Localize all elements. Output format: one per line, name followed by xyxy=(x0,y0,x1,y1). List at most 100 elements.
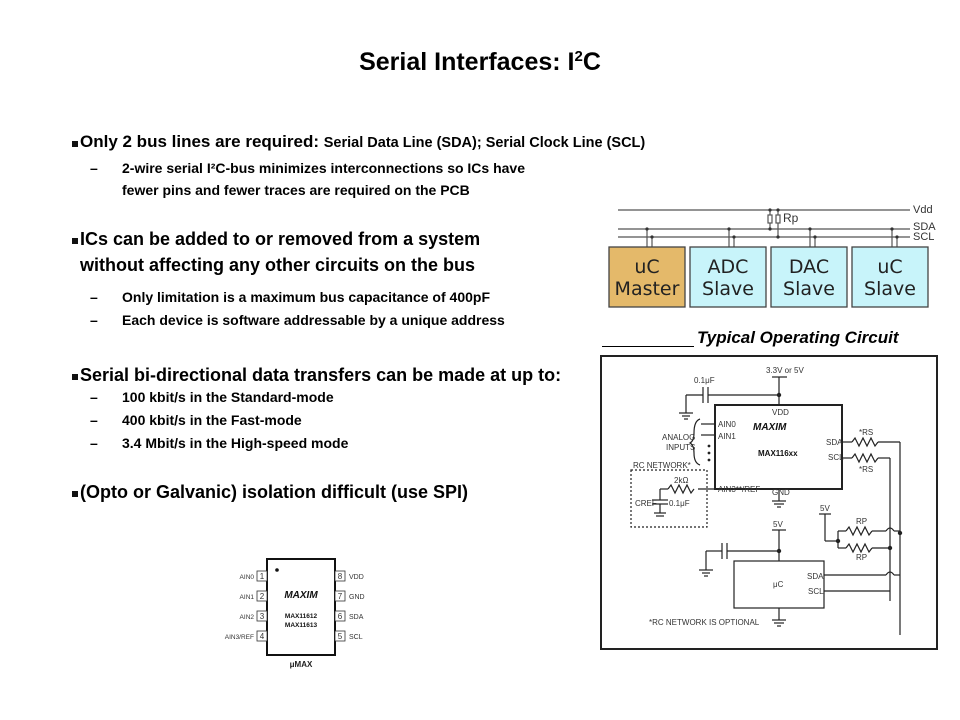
ain1-label: AIN1 xyxy=(718,432,736,441)
uc-label: μC xyxy=(773,580,784,589)
inputs-label: INPUTS xyxy=(666,443,695,452)
pin-number: 5 xyxy=(338,632,343,641)
ain3-ref-label: AIN3**/REF xyxy=(718,485,760,494)
device-role: Slave xyxy=(864,278,916,300)
rc-network-label: RC NETWORK* xyxy=(633,461,691,470)
dash-icon: – xyxy=(90,160,98,176)
slide-title: Serial Interfaces: I2C xyxy=(0,48,960,77)
bullet-text: ICs can be added to or removed from a sy… xyxy=(80,229,481,249)
part-number-2: MAX11613 xyxy=(285,622,318,629)
pin-name: SCL xyxy=(349,634,363,641)
sub-bullet-text: 400 kbit/s in the Fast-mode xyxy=(122,412,302,428)
sub-bullet-text: 3.4 Mbit/s in the High-speed mode xyxy=(122,435,349,451)
title-superscript: 2 xyxy=(574,48,583,65)
chip-sda-label: SDA xyxy=(826,438,843,447)
rc-network-box xyxy=(630,469,708,528)
device-name: uC xyxy=(877,256,902,278)
dash-icon: – xyxy=(90,412,98,428)
part-number-1: MAX11612 xyxy=(285,613,318,620)
device-box xyxy=(689,246,767,308)
title-text: Serial Interfaces: I xyxy=(359,48,575,76)
dash-icon: – xyxy=(90,435,98,451)
bullet-text: (Opto or Galvanic) isolation difficult (… xyxy=(80,482,469,502)
bullet-square-icon xyxy=(72,238,78,244)
package-body xyxy=(266,558,336,656)
sub-bullet-text: 100 kbit/s in the Standard-mode xyxy=(122,389,334,405)
rp-label-2: RP xyxy=(856,553,867,562)
bullet-text: Only 2 bus lines are required: xyxy=(80,132,324,151)
ain0-label: AIN0 xyxy=(718,420,736,429)
rs-label-scl: *RS xyxy=(859,465,873,474)
pin-name: AIN1 xyxy=(240,594,255,601)
bullet-text: Serial bi-directional data transfers can… xyxy=(80,365,562,385)
rs-label-sda: *RS xyxy=(859,428,873,437)
dash-icon: – xyxy=(90,389,98,405)
sub-bullet-text: 2-wire serial I²C-bus minimizes intercon… xyxy=(122,160,526,176)
resistor-value-label: 2kΩ xyxy=(674,476,688,485)
pin-number: 2 xyxy=(260,592,265,601)
device-name: ADC xyxy=(708,256,749,278)
vdd-pin-label: VDD xyxy=(772,408,789,417)
pin-name: AIN2 xyxy=(240,614,255,621)
maxim-logo: MAXIM xyxy=(284,590,318,601)
pullup-resistor-scl xyxy=(775,214,781,224)
device-role: Slave xyxy=(702,278,754,300)
cap-label: 0.1μF xyxy=(694,376,715,385)
pin-number: 6 xyxy=(338,612,343,621)
uc-supply-label: 5V xyxy=(773,520,783,529)
bullet-square-icon xyxy=(72,491,78,497)
cref-value-label: 0.1μF xyxy=(669,499,690,508)
dash-icon: – xyxy=(90,289,98,305)
pin-name: GND xyxy=(349,594,365,601)
uc-sda-label: SDA xyxy=(807,572,824,581)
pin-box xyxy=(256,590,268,602)
pullup-resistor-sda xyxy=(767,214,773,224)
pin-number: 3 xyxy=(260,612,265,621)
rp-supply-label: 5V xyxy=(820,504,830,513)
bullet-square-icon xyxy=(72,374,78,380)
heading-rule xyxy=(602,330,694,347)
sub-bullet-text: Only limitation is a maximum bus capacit… xyxy=(122,289,490,305)
pin-box xyxy=(334,590,346,602)
device-name: DAC xyxy=(789,256,829,278)
supply-label: 3.3V or 5V xyxy=(766,366,804,375)
package-name: μMAX xyxy=(290,660,313,669)
analog-label: ANALOG xyxy=(662,433,695,442)
sub-bullet-text: fewer pins and fewer traces are required… xyxy=(122,182,470,198)
device-name: uC xyxy=(634,256,659,278)
pin-name: VDD xyxy=(349,574,364,581)
pin-name: AIN3/REF xyxy=(225,634,254,641)
dash-icon: – xyxy=(90,312,98,328)
chip-scl-label: SCL xyxy=(828,453,844,462)
rp-label-1: RP xyxy=(856,517,867,526)
pin-number: 1 xyxy=(260,572,265,581)
uc-scl-label: SCL xyxy=(808,587,824,596)
sda-label: SDA xyxy=(913,221,936,233)
circuit-heading: Typical Operating Circuit xyxy=(697,328,899,347)
pin-name: AIN0 xyxy=(240,574,255,581)
pin-box xyxy=(256,630,268,642)
scl-label: SCL xyxy=(913,231,934,243)
package-pinout: MAXIM MAX11612 MAX11613 μMAX 1 AIN0 2 AIN1 3… xyxy=(225,558,365,669)
gnd-label: GND xyxy=(772,488,790,497)
maxim-logo: MAXIM xyxy=(753,422,787,433)
rc-optional-note: *RC NETWORK IS OPTIONAL xyxy=(649,618,760,627)
vdd-label: Vdd xyxy=(913,204,933,216)
part-label: MAX116xx xyxy=(758,449,798,458)
device-box xyxy=(851,246,929,308)
pin-number: 4 xyxy=(260,632,265,641)
pin-number: 8 xyxy=(338,572,343,581)
rp-label: Rp xyxy=(783,211,799,225)
cref-label: CREF xyxy=(635,499,657,508)
device-role: Master xyxy=(615,278,680,300)
sub-bullet-text: Each device is software addressable by a… xyxy=(122,312,505,328)
pin-box xyxy=(256,610,268,622)
pin-number: 7 xyxy=(338,592,343,601)
device-role: Slave xyxy=(783,278,835,300)
bullet-text-detail: Serial Data Line (SDA); Serial Clock Lin… xyxy=(323,135,646,151)
typical-operating-circuit: 3.3V or 5V 0.1μF VDD MAXIM MAX116xx AIN0… xyxy=(600,355,938,650)
pin-box xyxy=(334,610,346,622)
title-text-end: C xyxy=(582,48,601,76)
pin-name: SDA xyxy=(349,614,364,621)
device-box xyxy=(770,246,848,308)
